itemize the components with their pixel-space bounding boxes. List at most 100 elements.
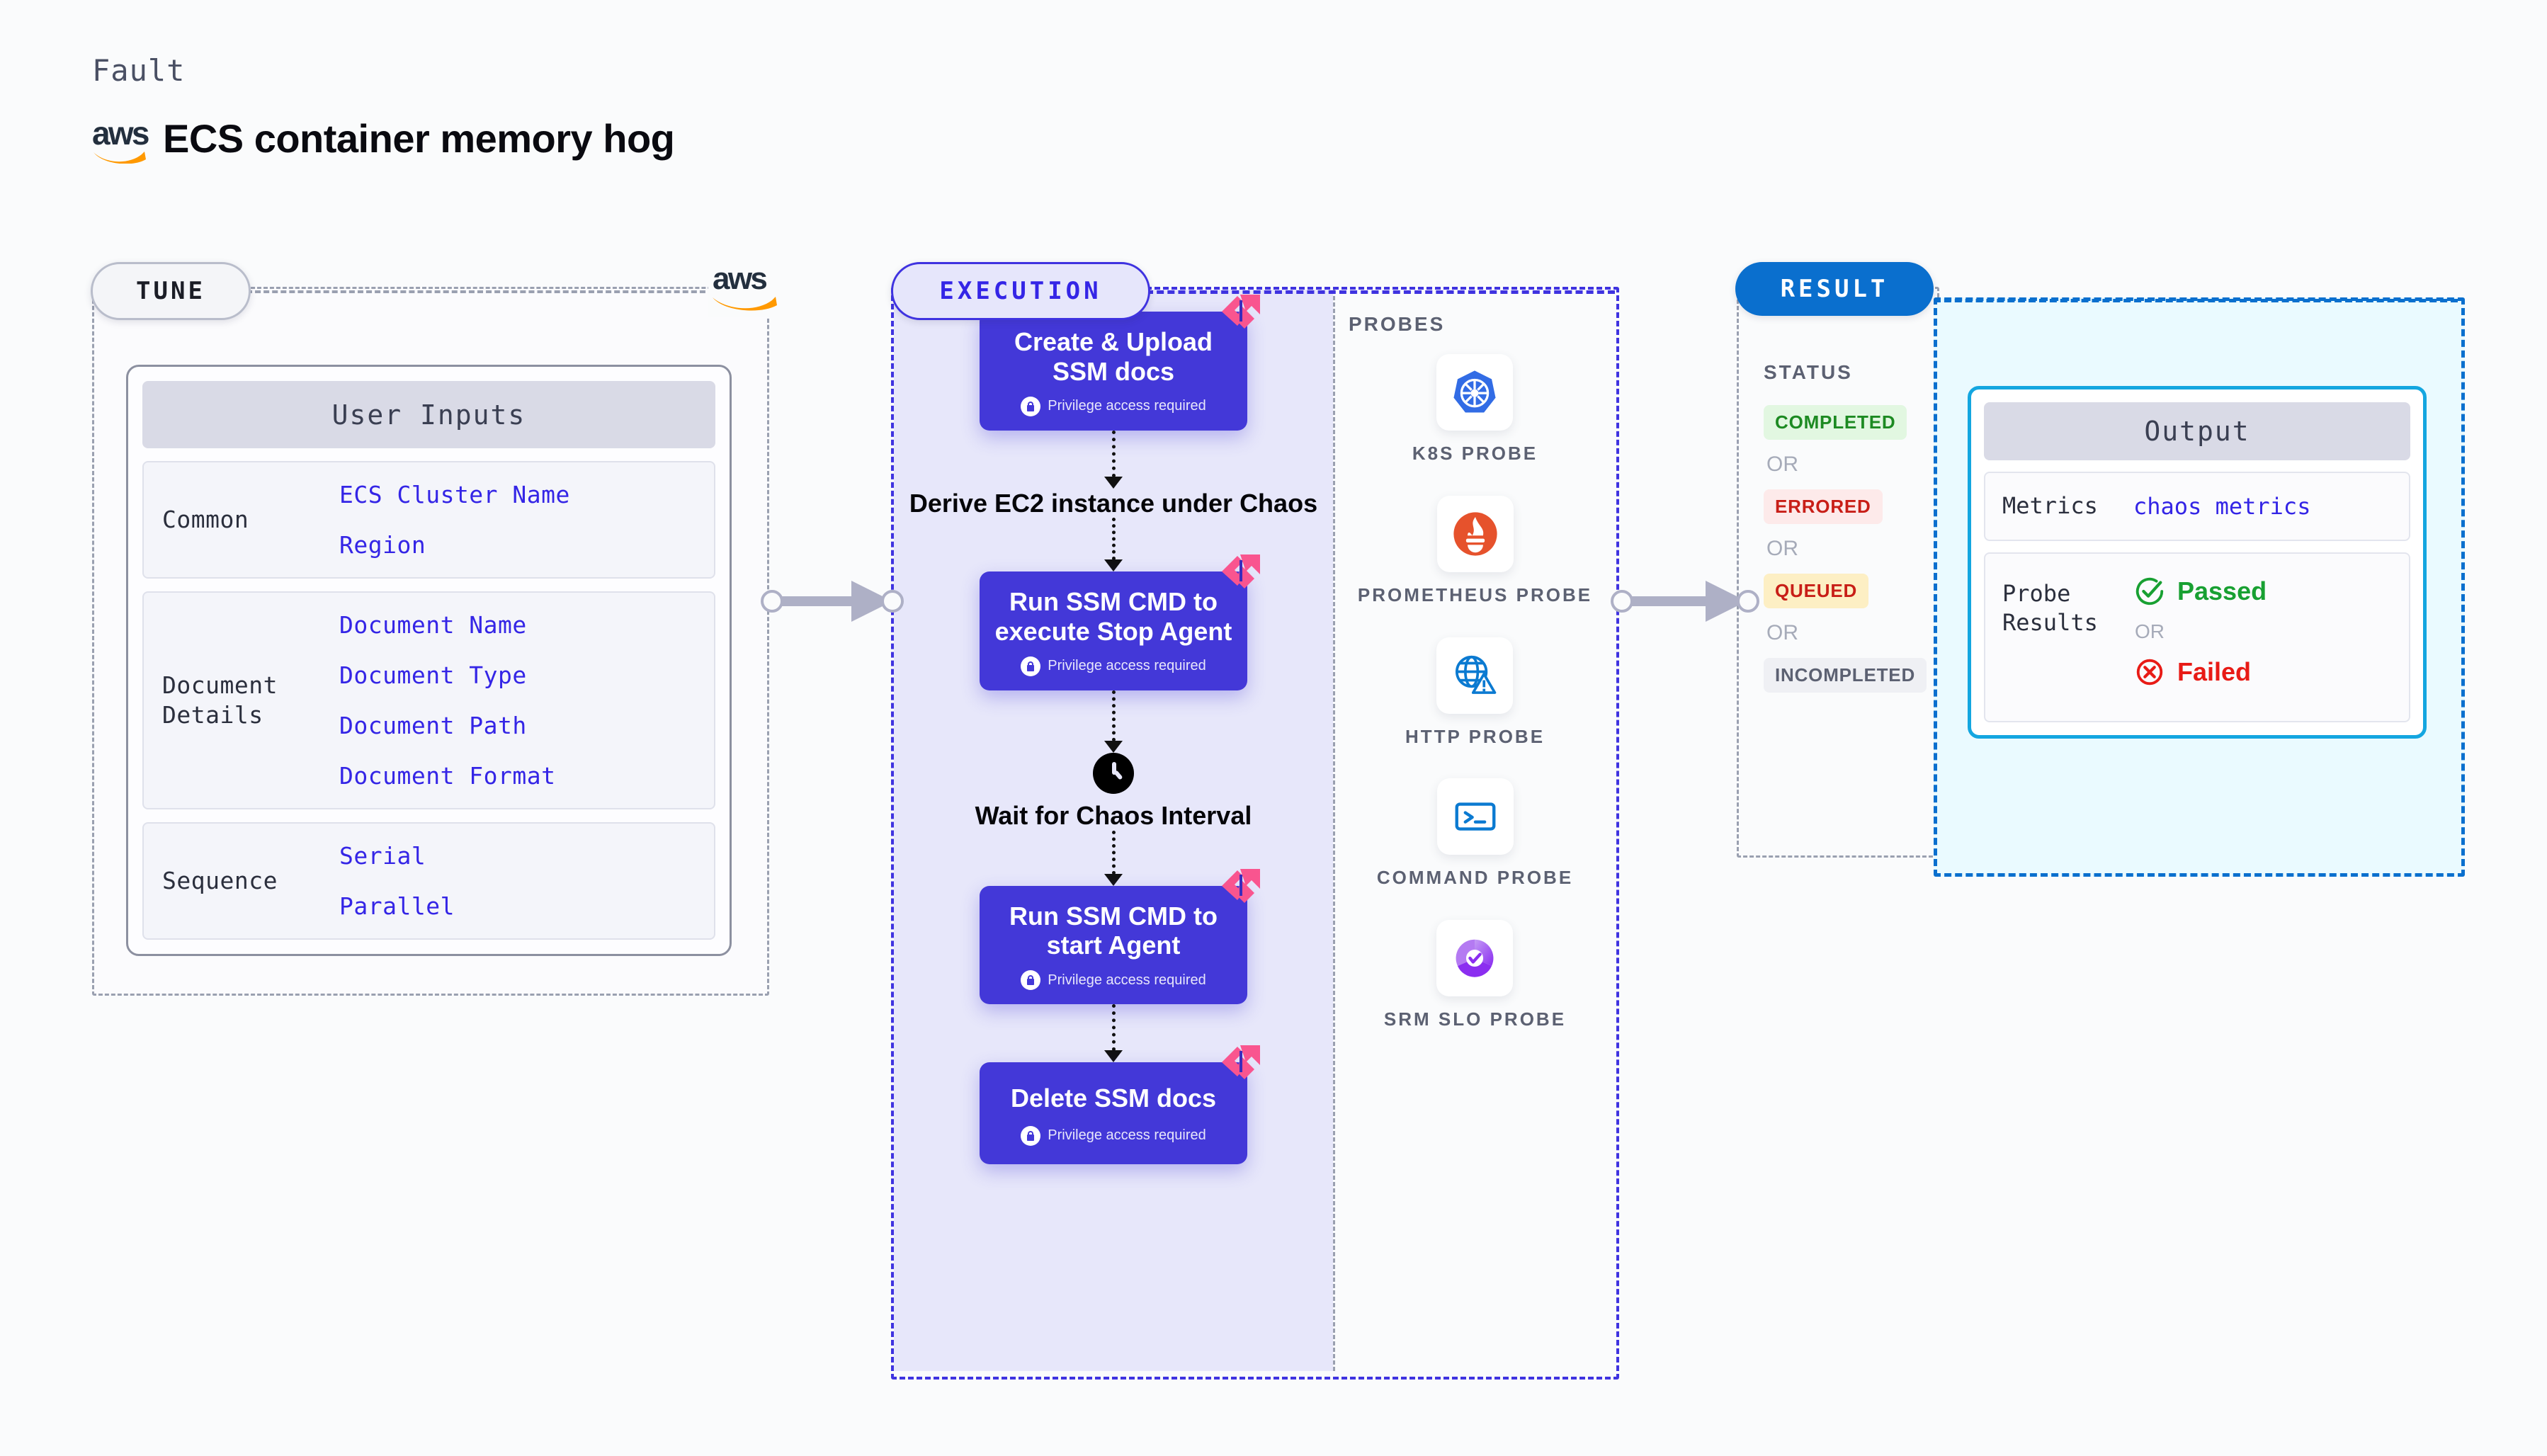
output-metrics-row: Metrics chaos metrics xyxy=(1984,472,2410,541)
output-probe-results-key: Probe Results xyxy=(2002,579,2098,637)
output-title: Output xyxy=(1984,402,2410,460)
page-kicker: Fault xyxy=(92,53,186,88)
aws-logo-icon-tune: aws xyxy=(708,261,786,317)
execution-step-box[interactable]: Delete SSM docs Privilege access require… xyxy=(980,1045,1260,1164)
output-probe-results-row: Probe Results Passed OR Failed xyxy=(1984,552,2410,722)
probes-divider xyxy=(1333,290,1335,1371)
tune-section-key: Common xyxy=(162,505,249,533)
tune-value[interactable]: Document Type xyxy=(339,661,527,689)
result-chip-label: RESULT xyxy=(1780,275,1889,303)
tune-top-dashed-line xyxy=(246,290,714,293)
status-list: STATUS COMPLETED OR ERRORED OR QUEUED OR… xyxy=(1764,361,1927,693)
flow-arrow xyxy=(1104,690,1123,753)
probe-item-k8s[interactable]: K8S PROBE xyxy=(1412,354,1538,466)
connector-execution-to-result xyxy=(1611,581,1759,622)
tune-section-sequence: Sequence Serial Parallel xyxy=(142,822,715,940)
result-status-panel xyxy=(1737,287,1939,858)
status-badge-queued: QUEUED xyxy=(1764,574,1869,608)
probe-tile xyxy=(1436,354,1514,431)
check-circle-icon xyxy=(2135,577,2164,605)
status-badge-completed: COMPLETED xyxy=(1764,405,1907,440)
lock-icon xyxy=(1021,656,1041,676)
probe-result-failed: Failed xyxy=(2133,656,2267,688)
page-title: ECS container memory hog xyxy=(163,116,675,161)
execution-chip[interactable]: EXECUTION xyxy=(891,262,1150,320)
lock-icon xyxy=(1021,970,1041,990)
probe-item-http[interactable]: HTTP PROBE xyxy=(1405,637,1545,749)
probe-tile xyxy=(1436,495,1514,572)
result-chip[interactable]: RESULT xyxy=(1735,262,1934,316)
probe-result-or: OR xyxy=(2135,620,2165,642)
privilege-note: Privilege access required xyxy=(994,970,1233,990)
tune-value[interactable]: Parallel xyxy=(339,892,455,920)
tune-section-key: Sequence xyxy=(162,866,278,894)
probe-name: HTTP PROBE xyxy=(1405,725,1545,747)
probes-list: K8S PROBE PROMETHEUS PROBE xyxy=(1339,354,1611,1032)
http-globe-icon xyxy=(1456,655,1497,694)
probe-item-srm-slo[interactable]: SRM SLO PROBE xyxy=(1384,920,1566,1032)
litmus-badge-icon xyxy=(1222,1045,1260,1079)
probe-tile xyxy=(1436,920,1514,997)
status-or: OR xyxy=(1766,537,1798,560)
tune-chip-label: TUNE xyxy=(136,277,205,305)
tune-section-common: Common ECS Cluster Name Region xyxy=(142,461,715,579)
flow-arrow xyxy=(1104,830,1123,886)
aws-logo-icon: aws xyxy=(92,117,149,164)
probe-item-prometheus[interactable]: PROMETHEUS PROBE xyxy=(1357,495,1593,608)
probe-item-command[interactable]: COMMAND PROBE xyxy=(1377,778,1573,890)
kubernetes-icon xyxy=(1453,370,1497,413)
srm-slo-icon xyxy=(1456,939,1494,977)
aws-swoosh-icon xyxy=(93,152,146,164)
status-or: OR xyxy=(1766,453,1798,476)
result-top-dashed-line xyxy=(1934,299,2458,302)
tune-value[interactable]: Document Path xyxy=(339,712,527,739)
flow-arrow xyxy=(1104,518,1123,572)
tune-value[interactable]: Document Name xyxy=(339,611,527,639)
probe-name: K8S PROBE xyxy=(1412,443,1538,464)
execution-step-box[interactable]: Run SSM CMD to execute Stop Agent Privil… xyxy=(980,554,1260,690)
execution-top-dashed-line xyxy=(1146,290,1615,294)
probes-label: PROBES xyxy=(1349,313,1446,335)
tune-value[interactable]: ECS Cluster Name xyxy=(339,481,570,508)
step-title: Run SSM CMD to execute Stop Agent xyxy=(994,587,1232,646)
probe-tile xyxy=(1436,778,1514,855)
failed-label: Failed xyxy=(2177,656,2252,686)
execution-step-box[interactable]: Run SSM CMD to start Agent Privilege acc… xyxy=(980,868,1260,1004)
execution-step-box[interactable]: Create & Upload SSM docs Privilege acces… xyxy=(980,295,1260,431)
tune-value[interactable]: Document Format xyxy=(339,762,556,790)
status-label: STATUS xyxy=(1764,361,1853,383)
passed-label: Passed xyxy=(2177,576,2267,605)
step-title: Derive EC2 instance under Chaos xyxy=(909,488,1318,518)
tune-chip[interactable]: TUNE xyxy=(91,262,251,320)
probe-name: SRM SLO PROBE xyxy=(1383,1008,1567,1030)
tune-value[interactable]: Region xyxy=(339,531,426,559)
probe-name: PROMETHEUS PROBE xyxy=(1357,584,1593,605)
execution-chip-label: EXECUTION xyxy=(939,277,1102,305)
output-metrics-key: Metrics xyxy=(2002,492,2098,519)
status-badge-errored: ERRORED xyxy=(1764,489,1883,524)
privilege-note-label: Privilege access required xyxy=(1048,658,1206,674)
lock-icon xyxy=(1021,396,1041,416)
status-badge-incompleted: INCOMPLETED xyxy=(1764,658,1927,693)
step-title: Create & Upload SSM docs xyxy=(1014,327,1213,386)
terminal-icon xyxy=(1455,802,1495,831)
step-title: Delete SSM docs xyxy=(1010,1084,1217,1113)
privilege-note-label: Privilege access required xyxy=(1048,1127,1206,1144)
prometheus-icon xyxy=(1453,512,1497,556)
output-metrics-value[interactable]: chaos metrics xyxy=(2133,492,2311,520)
tune-section-document-details: Document Details Document Name Document … xyxy=(142,591,715,809)
privilege-note-label: Privilege access required xyxy=(1048,398,1206,414)
step-title: Wait for Chaos Interval xyxy=(975,800,1252,830)
clock-icon xyxy=(1092,752,1134,794)
x-circle-icon xyxy=(2136,659,2163,685)
privilege-note: Privilege access required xyxy=(994,1125,1233,1146)
connector-tune-to-execution xyxy=(761,581,904,622)
lock-icon xyxy=(1021,1125,1041,1146)
probe-tile xyxy=(1436,637,1514,714)
probe-name: COMMAND PROBE xyxy=(1376,867,1574,889)
tune-value[interactable]: Serial xyxy=(339,842,426,870)
probe-result-passed: Passed xyxy=(2133,575,2267,608)
privilege-note: Privilege access required xyxy=(994,396,1233,416)
aws-swoosh-icon xyxy=(713,297,777,311)
flow-arrow xyxy=(1104,430,1123,489)
